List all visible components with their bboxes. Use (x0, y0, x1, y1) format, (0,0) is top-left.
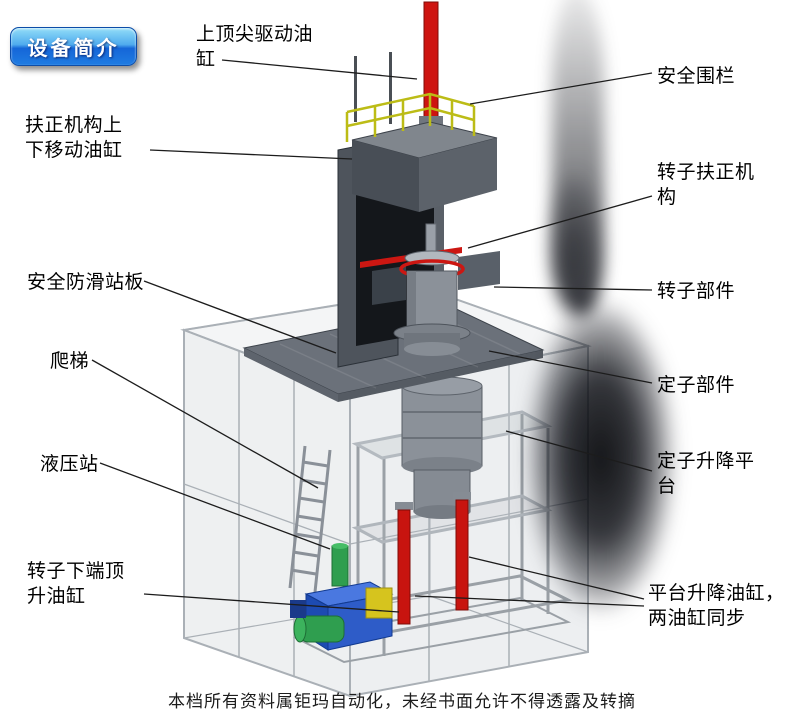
safety-fence-railing (345, 92, 476, 142)
label-rotor-bottom-jack-cylinder: 转子下端顶 升油缸 (27, 560, 125, 608)
platform-lift-cylinder-left (395, 502, 413, 625)
label-rotor-part: 转子部件 (657, 280, 736, 302)
label-hydraulic-station: 液压站 (40, 453, 99, 475)
label-stator-part: 定子部件 (657, 374, 736, 396)
label-platform-lift-cylinders: 平台升降油缸， 两油缸同步 (648, 582, 785, 630)
watermark-text: 本档所有资料属钜玛自动化，未经书面允许不得透露及转摘 (168, 692, 636, 712)
platform-lift-cylinder-right (453, 492, 471, 611)
label-safety-fence: 安全围栏 (657, 65, 736, 87)
smoke-shadow-bottom (506, 262, 688, 696)
label-antislip-standing-plate: 安全防滑站板 (27, 271, 145, 293)
ladder-shape (288, 445, 332, 593)
label-rotor-centering-mechanism: 转子扶正机 构 (657, 161, 755, 209)
title-badge-label: 设备简介 (27, 36, 120, 60)
head-box (351, 121, 498, 212)
label-top-spindle-drive-cylinder: 上顶尖驱动油 缸 (196, 23, 314, 71)
title-badge: 设备简介 (10, 27, 137, 66)
label-ladder: 爬梯 (50, 350, 90, 372)
label-stator-lift-platform: 定子升降平 台 (657, 450, 755, 498)
label-centering-updown-cylinder: 扶正机构上 下移动油缸 (25, 114, 123, 162)
rotor-assembly (360, 223, 500, 356)
